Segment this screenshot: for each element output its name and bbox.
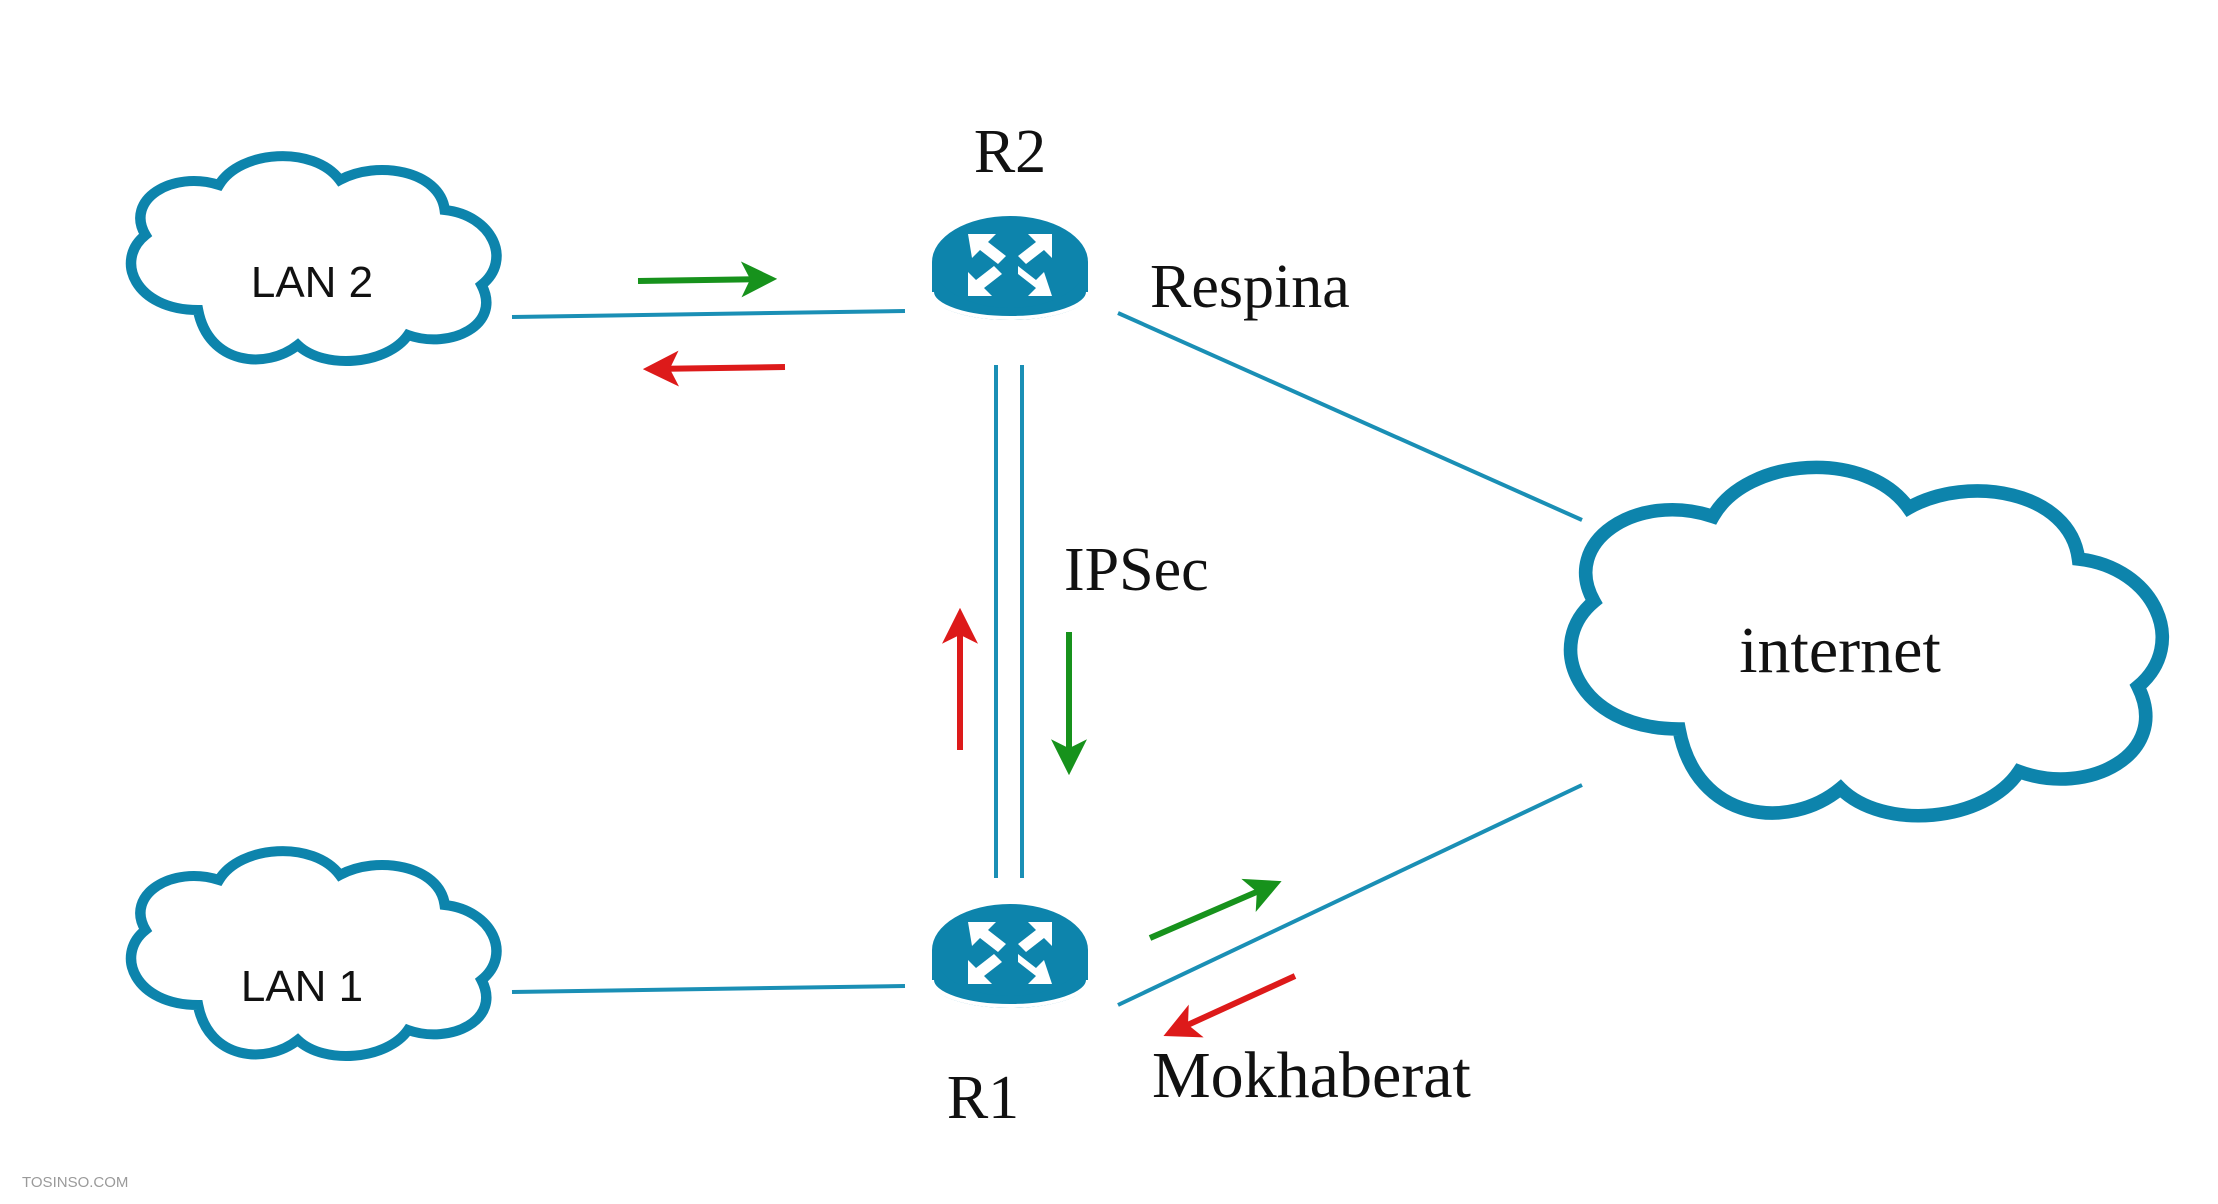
isp-label-mokhaberat: Mokhaberat bbox=[1152, 1039, 1471, 1112]
traffic-arrows bbox=[637, 261, 1297, 1038]
link-r1-internet bbox=[1117, 783, 1583, 1007]
link-lan1-r1 bbox=[511, 984, 906, 994]
arrow-red-internet-to-r1 bbox=[1163, 973, 1297, 1038]
watermark: TOSINSO.COM bbox=[22, 1174, 128, 1191]
router-r1 bbox=[930, 902, 1090, 1010]
link-r2-internet bbox=[1117, 311, 1583, 522]
link-lan2-r2 bbox=[511, 309, 906, 319]
cloud-label-lan2: LAN 2 bbox=[251, 258, 373, 307]
cloud-lan1 bbox=[131, 851, 496, 1056]
arrow-green-r1-to-internet bbox=[1148, 878, 1282, 941]
links bbox=[511, 309, 1583, 1007]
isp-label-respina: Respina bbox=[1150, 253, 1350, 321]
tunnel-label: IPSec bbox=[1064, 536, 1209, 604]
arrow-green-lan2-to-r2 bbox=[637, 261, 778, 298]
cloud-label-internet: internet bbox=[1739, 614, 1941, 687]
cloud-label-lan1: LAN 1 bbox=[241, 962, 363, 1011]
router-label-r2: R2 bbox=[974, 118, 1046, 186]
ipsec-tunnel bbox=[994, 365, 1024, 878]
arrow-red-r2-to-lan2 bbox=[642, 350, 786, 387]
router-label-r1: R1 bbox=[947, 1064, 1019, 1132]
router-r2 bbox=[930, 214, 1090, 322]
